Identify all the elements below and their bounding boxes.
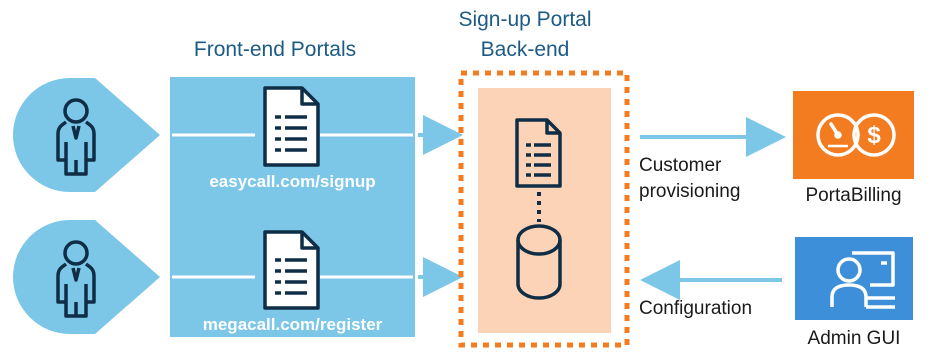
- document-icon: [263, 86, 320, 167]
- portal-url-megacall: megacall.com/register: [202, 315, 383, 334]
- user-icon: [56, 98, 96, 176]
- edge-label-customer: Customer: [639, 155, 722, 176]
- admin-gui-icon: [830, 251, 895, 309]
- portabilling-label: PortaBilling: [805, 185, 902, 206]
- billing-logo-icon: $: [816, 113, 896, 157]
- user-icon: [56, 240, 96, 318]
- user-bubble-top: [13, 78, 160, 192]
- admin-gui-label: Admin GUI: [807, 328, 901, 349]
- svg-text:$: $: [867, 122, 881, 149]
- backend-dashed-border: [458, 70, 630, 348]
- edge-label-configuration: Configuration: [639, 298, 753, 319]
- backend-title-line1: Sign-up Portal: [458, 8, 592, 31]
- document-icon: [515, 118, 562, 188]
- document-icon: [263, 230, 320, 310]
- portal-url-easycall: easycall.com/signup: [209, 172, 376, 191]
- user-bubble-bottom: [13, 220, 160, 334]
- backend-title-line2: Back-end: [480, 38, 570, 61]
- frontend-portals-title: Front-end Portals: [193, 38, 357, 61]
- edge-label-provisioning: provisioning: [639, 181, 741, 202]
- database-icon: [516, 224, 562, 300]
